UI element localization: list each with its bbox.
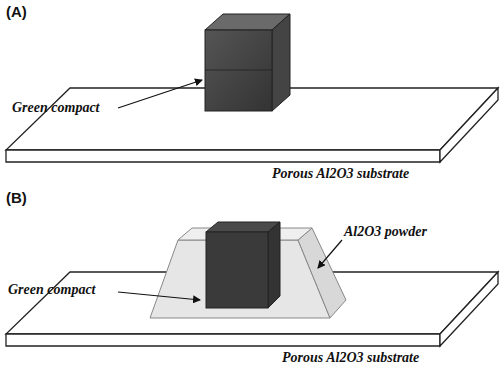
- leader-line: [118, 292, 200, 300]
- part-label: Green compact: [12, 100, 99, 116]
- leader-line: [318, 240, 342, 268]
- green-compact-b: [206, 222, 280, 308]
- part-label: Porous Al2O3 substrate: [272, 166, 409, 182]
- powder-mound: [150, 228, 346, 318]
- part-label: Green compact: [8, 282, 95, 298]
- panel-label: (A): [6, 4, 27, 20]
- part-label: Porous Al2O3 substrate: [282, 350, 419, 366]
- part-label: Al2O3 powder: [344, 224, 427, 240]
- green-compact-a: [205, 14, 290, 111]
- panel-label: (B): [6, 190, 27, 206]
- leader-line: [118, 80, 202, 108]
